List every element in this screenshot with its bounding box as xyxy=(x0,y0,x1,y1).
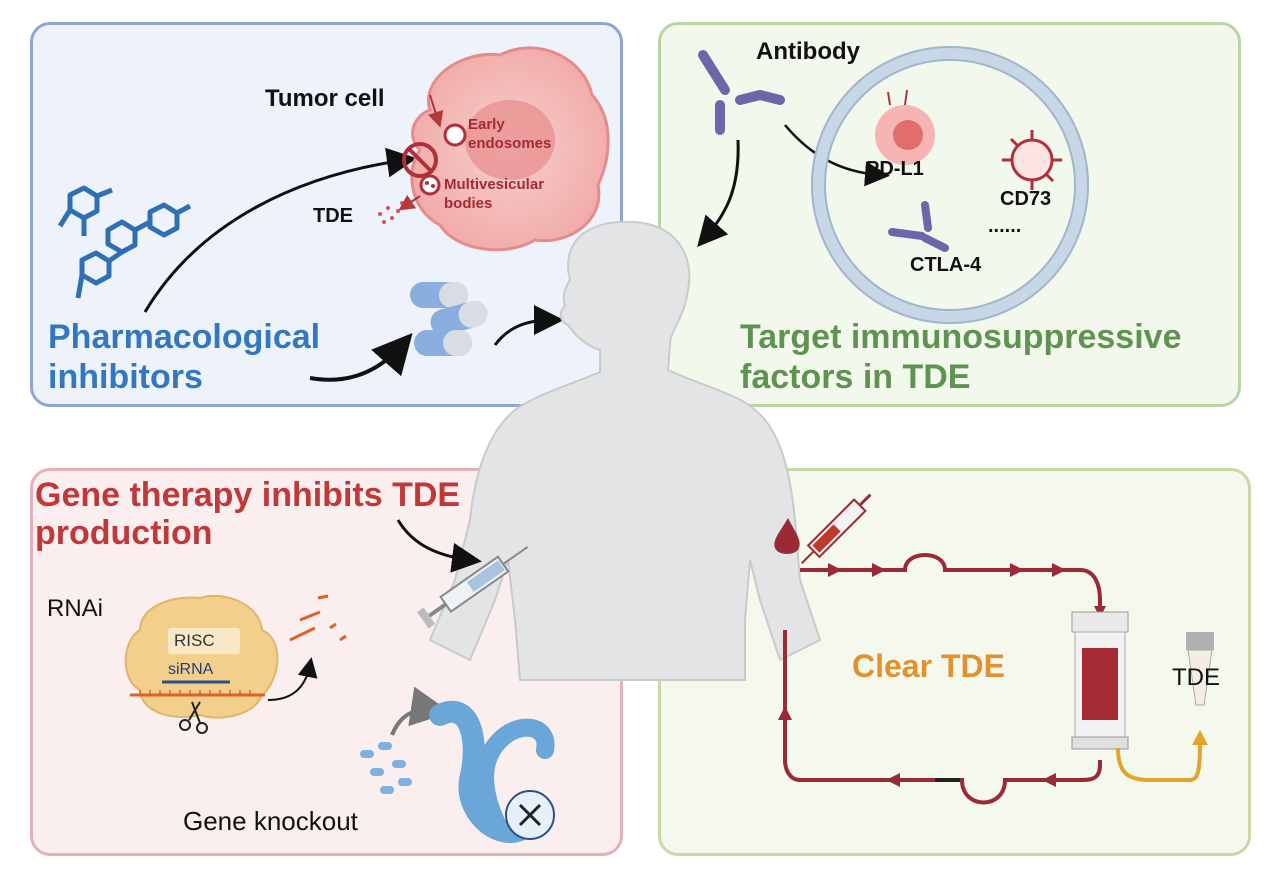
syringe-blood-icon xyxy=(801,493,872,564)
gene-title-line1: Gene therapy inhibits TDE xyxy=(35,476,461,514)
tumor-cell-icon xyxy=(402,46,610,252)
cd73-label: CD73 xyxy=(1000,188,1052,210)
inhibitor-arrow xyxy=(143,147,417,313)
pdl1-label: PD-L1 xyxy=(866,158,924,180)
tde-label-clear: TDE xyxy=(1172,664,1220,691)
pill-capsules-icon xyxy=(410,282,488,356)
pharma-title-line2: inhibitors xyxy=(48,358,203,396)
tde-particles xyxy=(378,201,404,224)
cleaved-rna-fragments xyxy=(289,594,347,642)
tde-label-pharma: TDE xyxy=(313,205,353,227)
pdl1-cell-icon xyxy=(875,89,935,165)
prohibit-icon xyxy=(402,142,438,178)
blood-circuit xyxy=(783,553,1102,805)
antibody-label: Antibody xyxy=(756,38,860,65)
risc-complex-icon xyxy=(124,594,279,719)
mvb-label-2: bodies xyxy=(444,195,493,212)
target-immunosuppressive-panel xyxy=(658,22,1241,407)
gene-knockout-label: Gene knockout xyxy=(183,806,358,836)
tumor-cell-label: Tumor cell xyxy=(265,85,385,112)
syringe-icon xyxy=(417,546,529,629)
molecule-icon xyxy=(57,185,192,299)
risc-label: RISC xyxy=(174,631,215,650)
human-body-figure xyxy=(428,220,822,681)
collection-tube-icon xyxy=(1186,632,1214,706)
gene-title-line2: production xyxy=(35,514,213,552)
blood-drop-icon xyxy=(774,518,800,554)
early-endosomes-label-1: Early xyxy=(468,116,505,133)
rnai-label: RNAi xyxy=(47,595,104,622)
scissors-icon xyxy=(179,701,208,734)
filter-column-icon xyxy=(1071,611,1129,750)
target-title-line1: Target immunosuppressive xyxy=(740,318,1182,356)
antibody-icon xyxy=(698,50,785,135)
pharma-title-line1: Pharmacological xyxy=(48,318,321,356)
pill-to-body-arrow xyxy=(493,305,564,346)
clear-tde-title: Clear TDE xyxy=(852,648,1005,684)
bacteria-icon xyxy=(360,742,412,794)
cd73-virus-icon xyxy=(1002,130,1062,190)
ctla4-label: CTLA-4 xyxy=(910,254,982,276)
sirna-label: siRNA xyxy=(168,661,214,678)
mvb-label-1: Multivesicular xyxy=(444,176,545,193)
gene-knockout-cell-icon xyxy=(429,700,555,843)
ctla4-antibody-icon xyxy=(888,201,949,252)
pill-arrow xyxy=(309,332,413,382)
target-title-line2: factors in TDE xyxy=(740,358,971,396)
exosome-circle xyxy=(811,46,1089,324)
circuit-flow-arrows xyxy=(778,563,1106,787)
early-endosomes-label-2: endosomes xyxy=(468,135,552,152)
ellipsis-label: ...... xyxy=(988,215,1022,237)
